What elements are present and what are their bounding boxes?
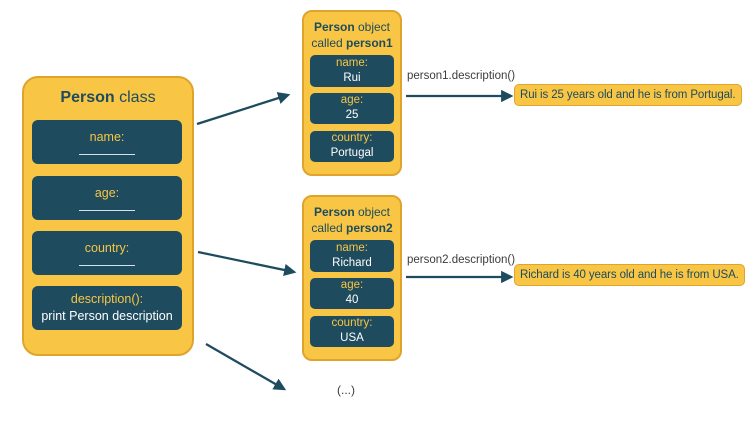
person1-title-pre2: called: [311, 36, 346, 51]
person2-output-box: Richard is 40 years old and he is from U…: [514, 264, 745, 286]
person2-country-label: country:: [331, 317, 373, 330]
class-field-country-label: country:: [84, 240, 130, 255]
more-objects-ellipsis: (...): [337, 383, 355, 397]
class-method-description-label: description():: [70, 291, 144, 306]
class-title-suffix: class: [114, 89, 156, 106]
person2-name-value: Richard: [332, 256, 372, 269]
person2-field-country: country: USA: [310, 316, 394, 347]
person1-title-bold1: Person: [313, 20, 355, 34]
person2-title-pre2: called: [311, 221, 346, 236]
class-field-age: age:: [32, 176, 182, 220]
person1-field-age: age: 25: [310, 93, 394, 124]
person2-title-bold1: Person: [313, 205, 355, 219]
class-field-name: name:: [32, 120, 182, 164]
person1-field-name: name: Rui: [310, 55, 394, 87]
blank-underline: [79, 209, 135, 211]
person1-title-rest1: object: [354, 20, 391, 34]
class-title-name: Person: [60, 89, 115, 106]
blank-underline: [79, 153, 135, 155]
arrow-class-to-person2: [197, 250, 297, 277]
person2-country-value: USA: [340, 332, 364, 345]
class-field-name-label: name:: [89, 129, 125, 144]
person2-object-box: Person object called person2 name: Richa…: [302, 195, 402, 361]
class-method-description: description(): print Person description: [32, 286, 182, 330]
person2-title: Person object called person2: [304, 204, 400, 236]
person1-title: Person object called person1: [304, 19, 400, 51]
person2-field-age: age: 40: [310, 278, 394, 309]
person2-name-label: name:: [336, 241, 368, 254]
person1-name-label: name:: [336, 56, 368, 69]
arrow-class-to-ellipsis: [205, 343, 287, 391]
person1-object-box: Person object called person1 name: Rui a…: [302, 10, 402, 176]
person1-age-label: age:: [340, 94, 364, 107]
person2-age-value: 40: [345, 294, 359, 307]
person1-field-country: country: Portugal: [310, 131, 394, 162]
person1-call-label: person1.description(): [407, 70, 516, 82]
person1-title-bold2: person1: [346, 36, 393, 51]
blank-underline: [79, 264, 135, 266]
class-field-age-label: age:: [94, 185, 120, 200]
arrow-class-to-person1: [196, 92, 291, 126]
class-title: Person class: [24, 89, 192, 107]
person2-call-label: person2.description(): [407, 254, 516, 266]
person1-country-label: country:: [331, 132, 373, 145]
person2-age-label: age:: [340, 279, 364, 292]
person2-title-bold2: person2: [346, 221, 393, 236]
person1-country-value: Portugal: [330, 147, 374, 160]
person1-name-value: Rui: [343, 71, 361, 84]
person1-age-value: 25: [345, 109, 359, 122]
person-class-box: Person class name: age: country: descrip…: [22, 76, 194, 356]
person2-title-rest1: object: [354, 205, 391, 219]
class-method-description-body: print Person description: [41, 308, 173, 323]
person1-output-box: Rui is 25 years old and he is from Portu…: [514, 84, 742, 106]
class-field-country: country:: [32, 231, 182, 275]
person2-field-name: name: Richard: [310, 240, 394, 272]
